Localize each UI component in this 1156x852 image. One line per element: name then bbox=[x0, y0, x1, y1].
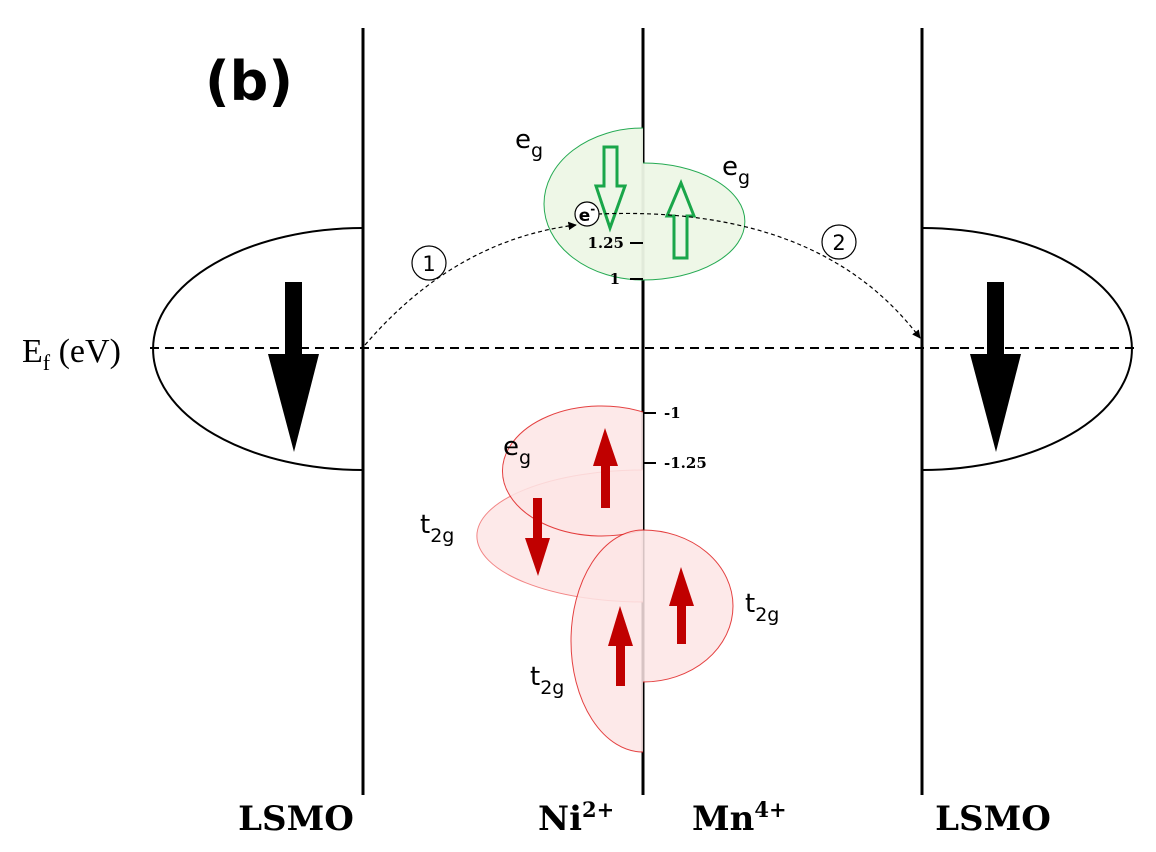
ni-eg-hollow-down-arrow bbox=[593, 145, 628, 233]
mn-eg-hollow-up-arrow bbox=[664, 179, 697, 260]
left-lsmo-label: LSMO bbox=[238, 799, 354, 839]
mn-eg-upper-orbital bbox=[642, 162, 746, 281]
ni-ion-label: Ni2+ bbox=[538, 797, 614, 839]
mn-t2g-label: t2g bbox=[745, 589, 779, 626]
hop-path-2 bbox=[597, 212, 921, 339]
mn-ion-label: Mn4+ bbox=[692, 797, 787, 839]
hop-path-1 bbox=[364, 221, 577, 346]
tick-label-pos-1: 1 bbox=[610, 270, 620, 288]
ni-t2g-lower-orbital bbox=[570, 529, 644, 753]
ni-t2g-upper-label: t2g bbox=[420, 510, 454, 547]
svg-text:e-: e- bbox=[579, 202, 596, 226]
tick-label-neg-125: -1.25 bbox=[664, 454, 707, 472]
mn-t2g-spin-up-arrow bbox=[669, 567, 694, 644]
fermi-level-label: Ef (eV) bbox=[22, 333, 121, 375]
mn-eg-upper-label: eg bbox=[722, 152, 750, 189]
ni-eg-lower-label: eg bbox=[503, 432, 531, 469]
left-lsmo-spin-down-arrow bbox=[268, 282, 319, 452]
electron-marker: e- bbox=[574, 201, 600, 227]
ni-t2g-spin-up-arrow bbox=[608, 606, 633, 686]
step-1-label: 1 bbox=[422, 252, 435, 276]
tick-label-neg-1: -1 bbox=[664, 404, 681, 422]
electron-label: e bbox=[579, 206, 591, 226]
ni-t2g-spin-down-arrow bbox=[525, 498, 550, 576]
right-lsmo-label: LSMO bbox=[935, 799, 1051, 839]
ni-t2g-lower-label: t2g bbox=[530, 662, 564, 699]
tick-label-pos-125: 1.25 bbox=[587, 234, 624, 252]
step-2-marker: 2 bbox=[821, 224, 857, 260]
ni-eg-spin-up-arrow bbox=[593, 428, 618, 508]
electron-charge: - bbox=[590, 202, 595, 216]
step-2-label: 2 bbox=[832, 231, 845, 255]
right-lsmo-spin-down-arrow bbox=[970, 282, 1021, 452]
ni-eg-upper-label: eg bbox=[515, 125, 543, 162]
panel-label: (b) bbox=[205, 50, 293, 113]
step-1-marker: 1 bbox=[411, 245, 447, 281]
